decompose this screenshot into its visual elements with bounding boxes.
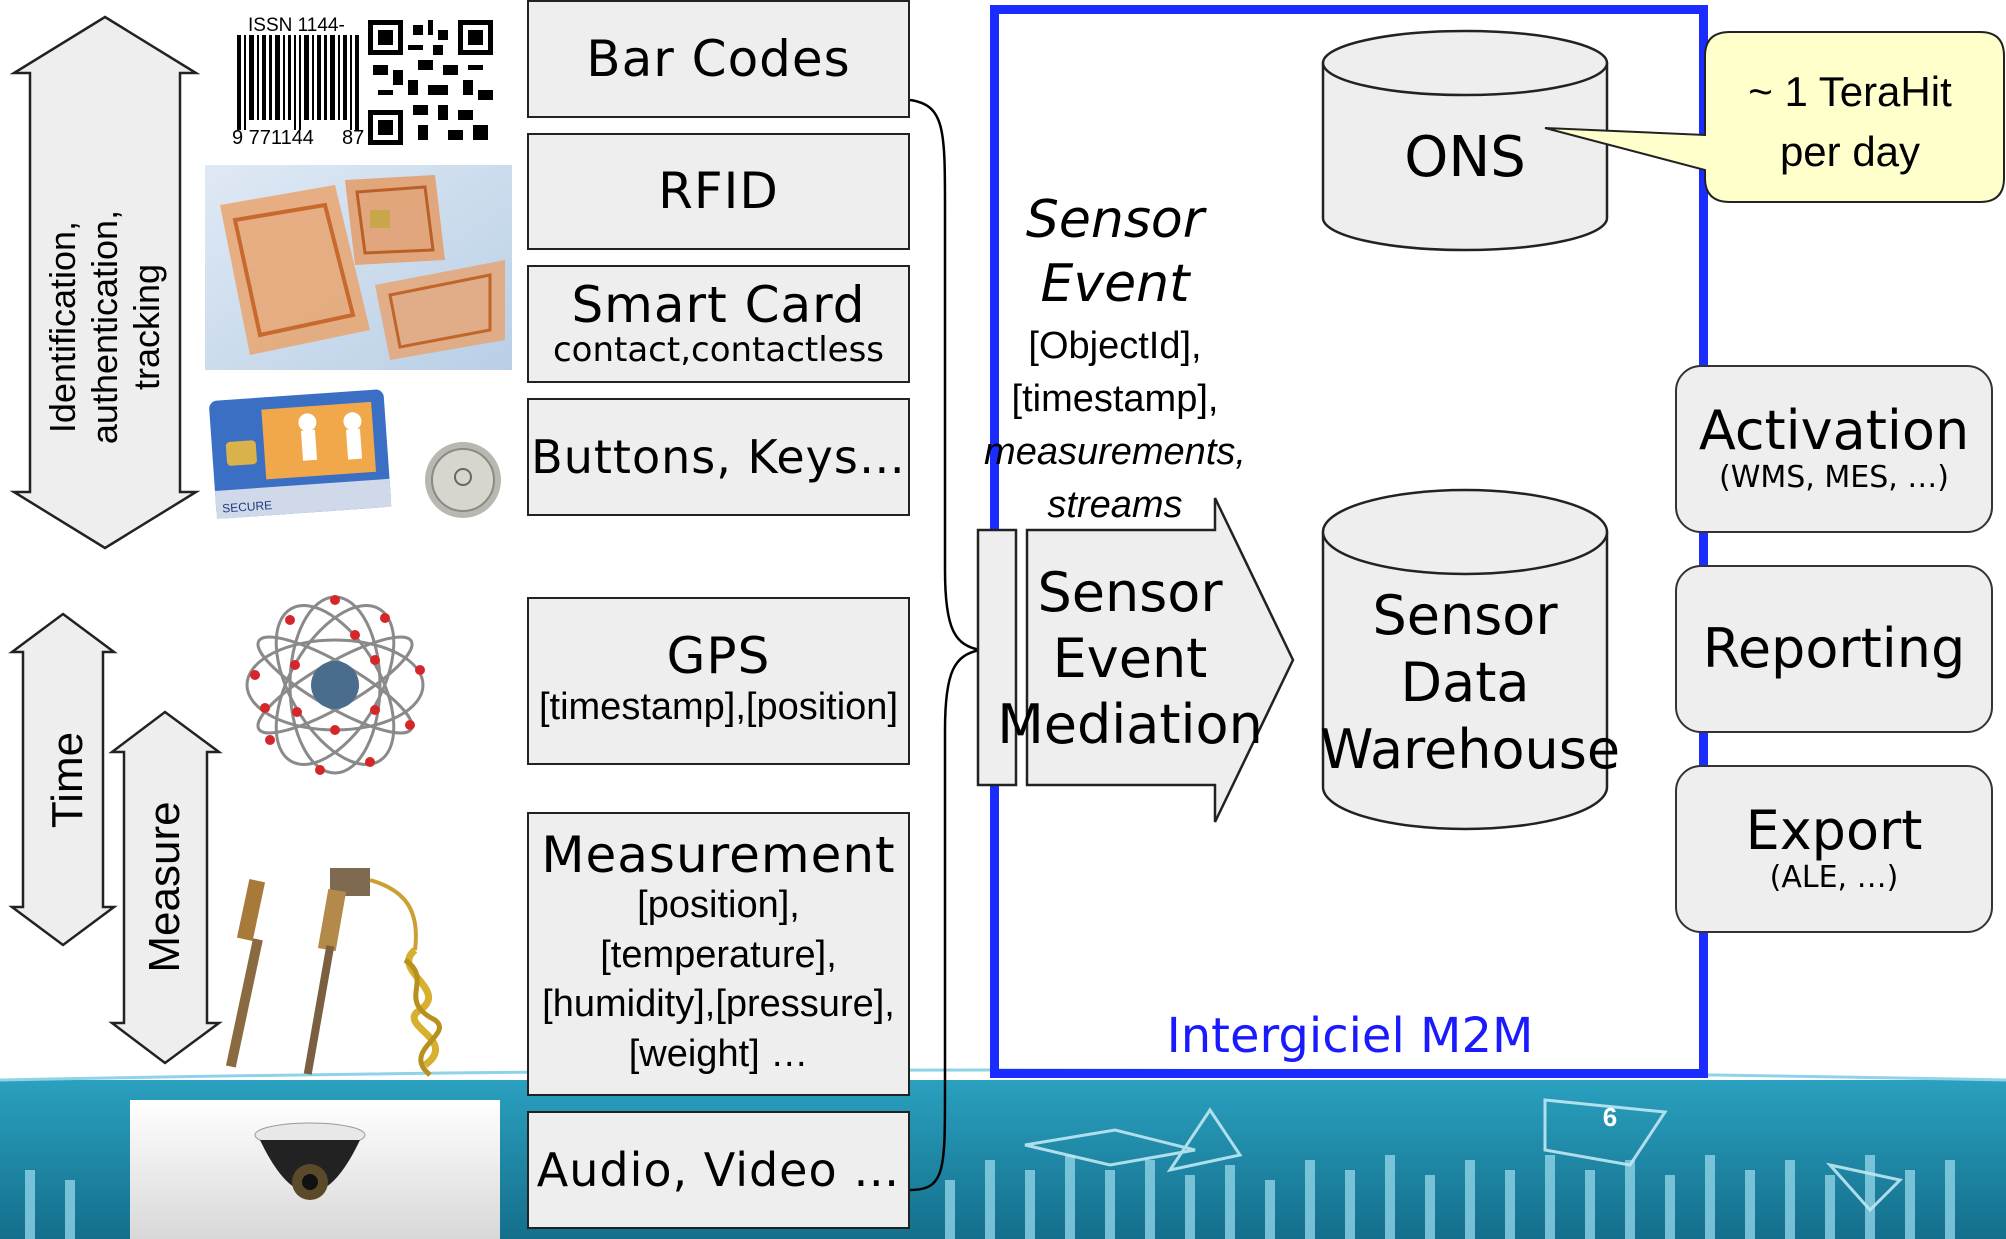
- gps-box: GPS [timestamp],[position]: [527, 597, 910, 765]
- bar-codes-box: Bar Codes: [527, 0, 910, 118]
- rfid-title: RFID: [658, 162, 779, 221]
- reporting-title: Reporting: [1702, 616, 1966, 680]
- ons-label: ONS: [1404, 125, 1526, 190]
- buttons-keys-box: Buttons, Keys…: [527, 398, 910, 516]
- middleware-label: Intergiciel M2M: [1166, 1008, 1534, 1064]
- barcode-icon: [237, 35, 359, 130]
- terahit-callout: [1544, 31, 2005, 203]
- smartcard-brand-text: SECURE: [222, 498, 273, 515]
- rfid-tags-image: [205, 165, 512, 370]
- sensor-event-title-line-2: Event: [1040, 254, 1190, 314]
- mediation-line-2: Event: [1052, 627, 1208, 690]
- warehouse-line-1: Sensor: [1372, 584, 1558, 647]
- smart-card-title: Smart Card: [571, 276, 866, 335]
- mediation-label: Sensor Event Mediation: [995, 560, 1265, 758]
- measurement-title: Measurement: [541, 825, 896, 884]
- measure-double-arrow: [108, 710, 223, 1065]
- export-box: Export (ALE, …): [1675, 765, 1993, 933]
- measure-label: Measure: [140, 801, 189, 973]
- page-number: 6: [1602, 1102, 1618, 1132]
- bar-codes-title: Bar Codes: [586, 29, 851, 88]
- ons-cylinder: [1321, 29, 1609, 252]
- measurement-line-3: [humidity],[pressure],: [542, 983, 895, 1026]
- smart-card-box: Smart Card contact,contactless: [527, 265, 910, 383]
- identification-double-arrow: [9, 15, 201, 550]
- sensor-data-warehouse-cylinder: [1321, 488, 1609, 831]
- sensor-event-attr-line-1: [ObjectId],: [1028, 325, 1202, 367]
- sensor-event-title: Sensor Event: [970, 188, 1260, 316]
- barcode-digits-text: 9 771144: [232, 127, 314, 149]
- identification-label: Identification, authentication, tracking: [40, 157, 170, 497]
- dome-camera-image: [130, 1100, 500, 1239]
- activation-subtitle: (WMS, MES, …): [1718, 459, 1950, 495]
- identification-line-2: authentication,: [84, 209, 125, 445]
- smart-card-subtitle: contact,contactless: [552, 329, 885, 370]
- mediation-arrow: [976, 497, 1295, 823]
- mediation-line-3: Mediation: [997, 693, 1263, 756]
- measurement-line-1: [position],: [637, 884, 800, 927]
- barcode-issn-text: ISSN 1144-: [248, 15, 345, 36]
- barcode-image: ISSN 1144- 9 771144 87: [230, 15, 495, 150]
- temperature-probes-image: [225, 868, 442, 1077]
- time-label: Time: [43, 731, 92, 829]
- export-subtitle: (ALE, …): [1769, 859, 1899, 895]
- sensor-event-attr-line-2: [timestamp],: [1011, 378, 1219, 420]
- activation-box: Activation (WMS, MES, …): [1675, 365, 1993, 533]
- audio-video-title: Audio, Video …: [536, 1142, 901, 1197]
- callout-line-2: per day: [1779, 128, 1921, 175]
- activation-title: Activation: [1698, 399, 1970, 463]
- gps-subtitle: [timestamp],[position]: [538, 685, 899, 728]
- warehouse-label: Sensor Data Warehouse: [1320, 582, 1621, 783]
- smart-card-image: SECURE: [205, 385, 515, 535]
- identification-line-3: tracking: [126, 263, 167, 391]
- time-double-arrow: [8, 612, 118, 947]
- sensor-event-attr-line-3: measurements,: [984, 431, 1246, 473]
- terahit-callout-text: ~ 1 TeraHit per day: [1710, 62, 1990, 182]
- sensor-event-attr-line-4: streams: [1047, 484, 1183, 526]
- warehouse-line-2: Data: [1400, 651, 1530, 714]
- measurement-line-4: [weight] …: [628, 1032, 809, 1075]
- audio-video-box: Audio, Video …: [527, 1111, 910, 1229]
- buttons-keys-title: Buttons, Keys…: [531, 429, 906, 484]
- warehouse-line-3: Warehouse: [1320, 718, 1621, 781]
- export-title: Export: [1745, 799, 1923, 863]
- sensor-event-attributes: [ObjectId], [timestamp], measurements, s…: [960, 320, 1270, 532]
- identification-line-1: Identification,: [42, 220, 83, 434]
- mediation-line-1: Sensor: [1037, 561, 1223, 624]
- measurement-box: Measurement [position], [temperature], […: [527, 812, 910, 1096]
- gps-title: GPS: [666, 627, 771, 686]
- callout-line-1: ~ 1 TeraHit: [1748, 68, 1952, 115]
- sensor-event-title-line-1: Sensor: [1025, 190, 1205, 250]
- rfid-box: RFID: [527, 133, 910, 250]
- measurement-line-2: [temperature],: [600, 933, 837, 976]
- qr-code-icon: [368, 20, 493, 145]
- gps-satellites-globe-image: [245, 595, 425, 775]
- reporting-box: Reporting: [1675, 565, 1993, 733]
- barcode-digits-text-2: 87: [342, 127, 365, 149]
